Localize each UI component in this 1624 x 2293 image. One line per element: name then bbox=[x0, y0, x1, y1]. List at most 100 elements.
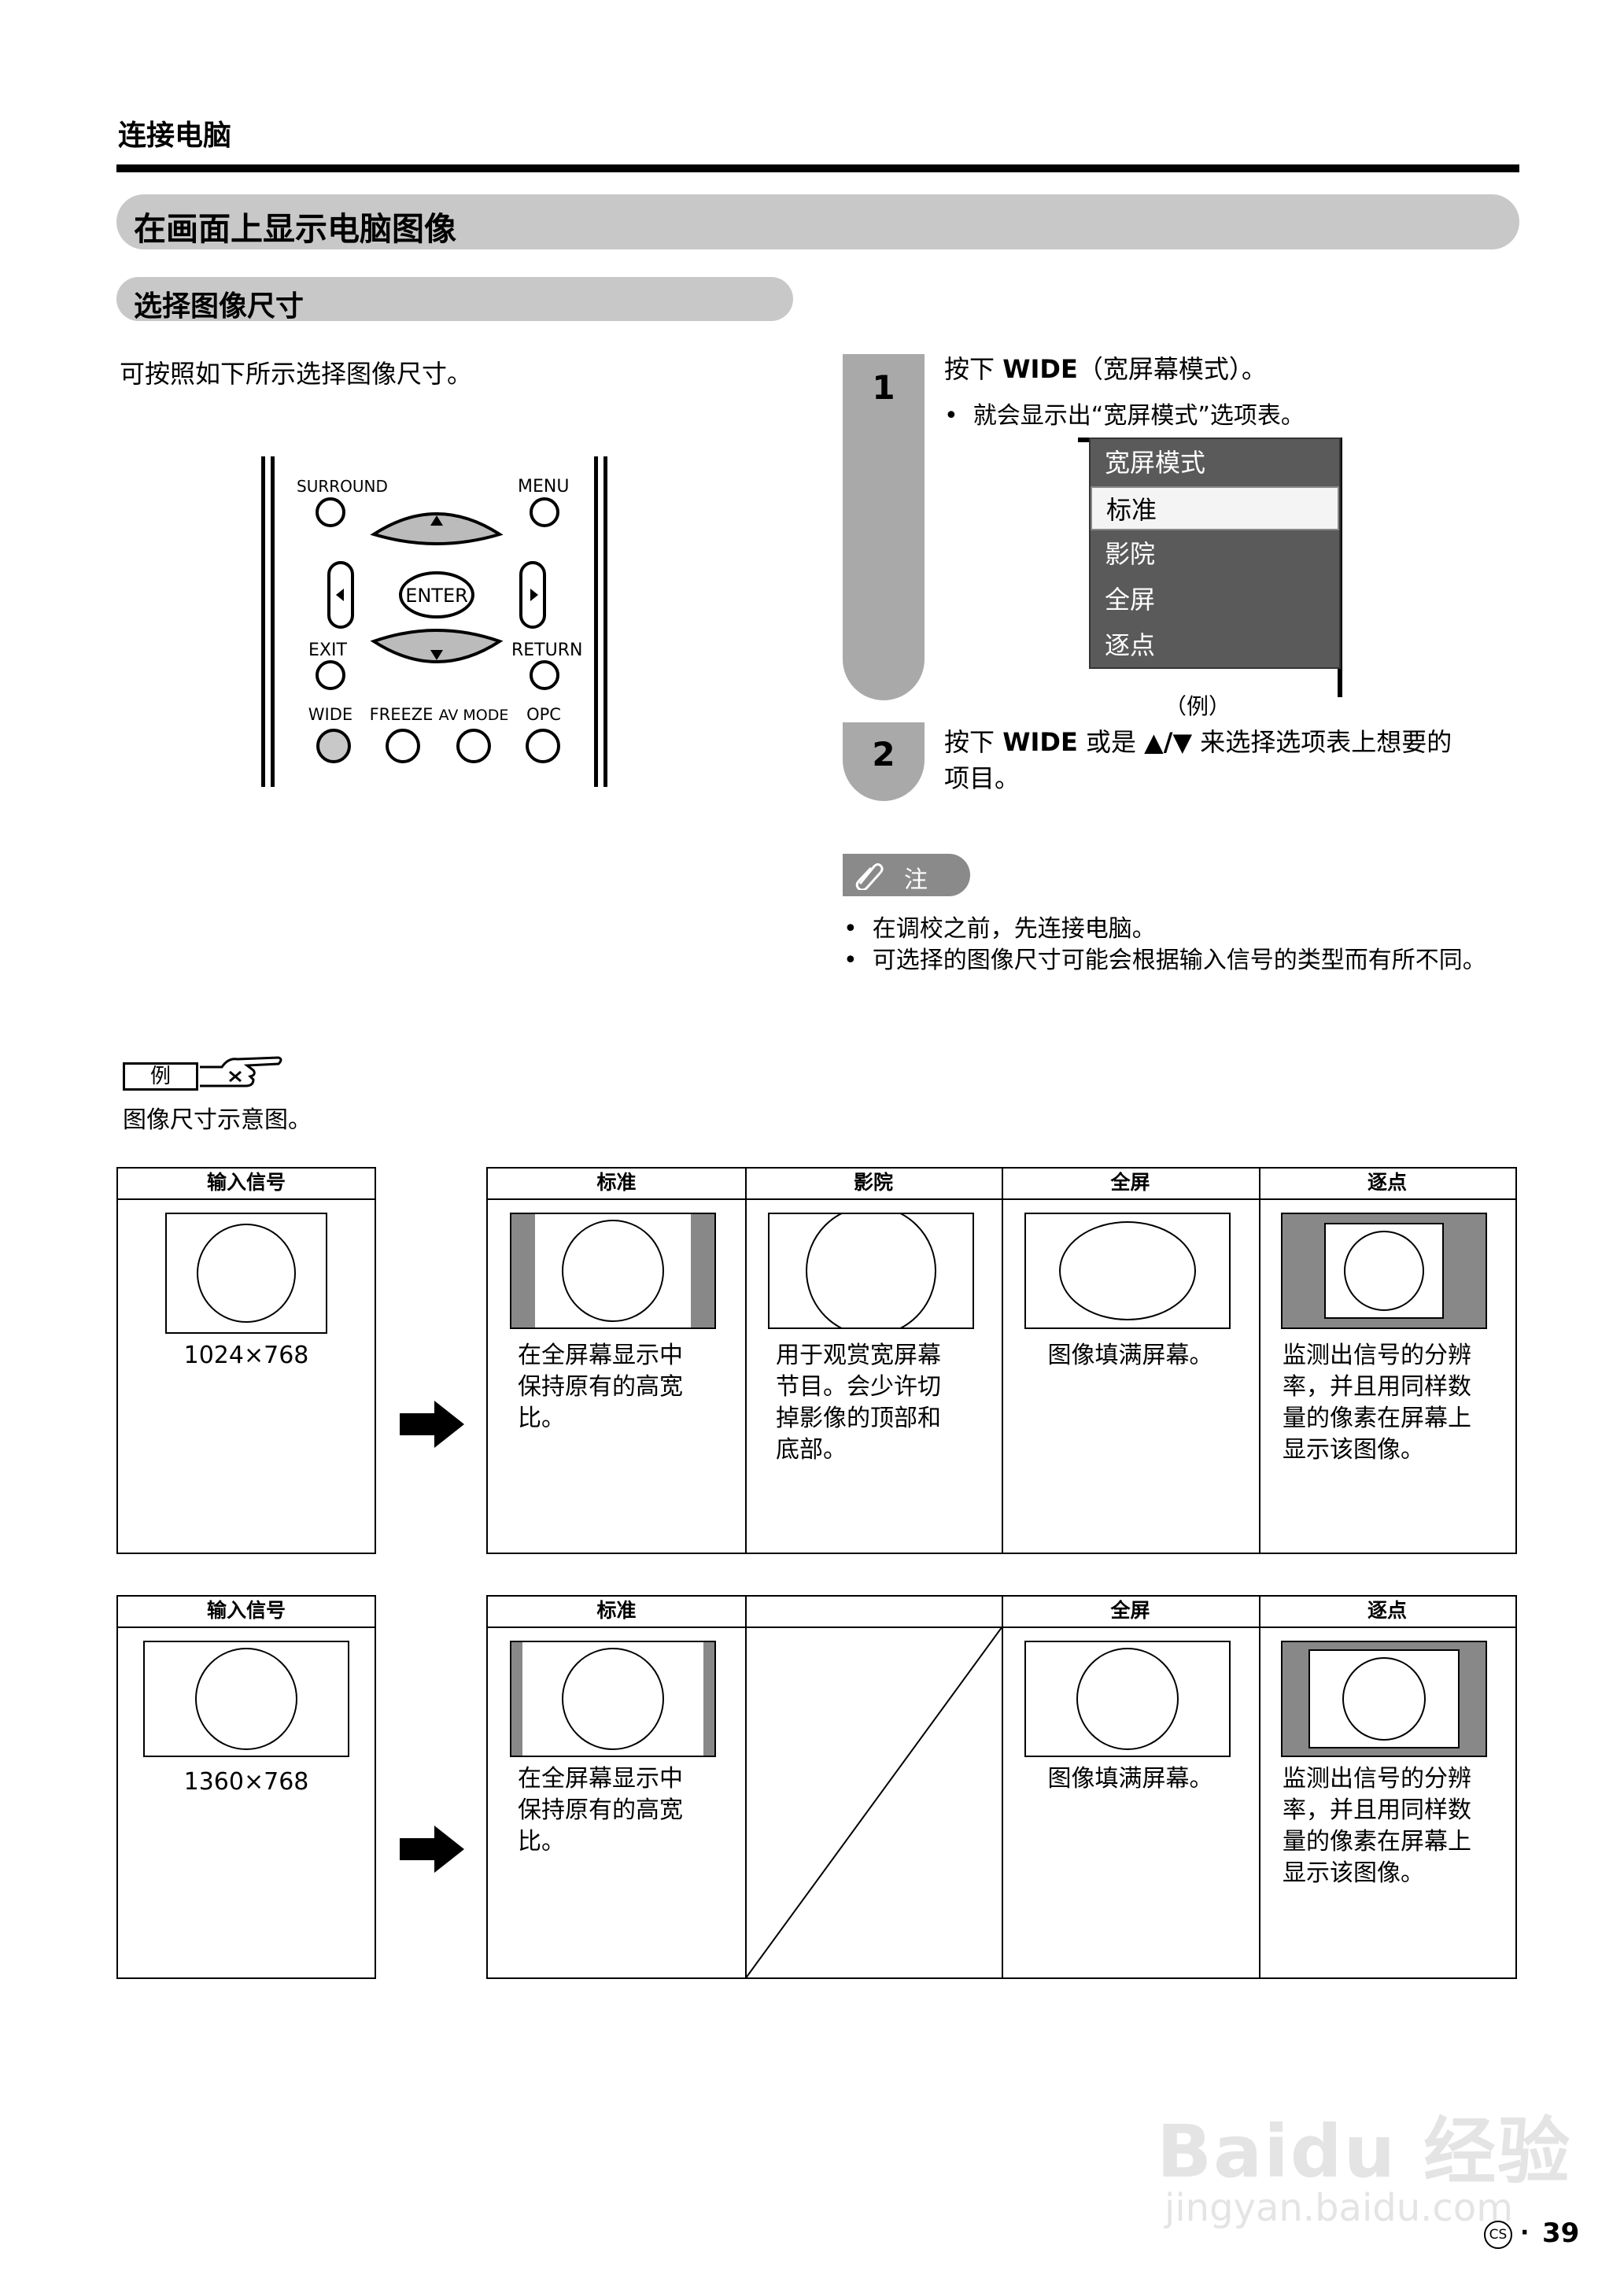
remote-control-diagram: SURROUND MENU ENTER EXIT RETURN WIDE FRE… bbox=[261, 456, 607, 787]
example-caption: 图像尺寸示意图。 bbox=[123, 1106, 312, 1134]
column-divider bbox=[1259, 1169, 1260, 1553]
step-1-pre: 按下 bbox=[944, 354, 1003, 384]
desc-line: 量的像素在屏幕上 bbox=[1283, 1405, 1471, 1432]
exit-button[interactable] bbox=[316, 660, 345, 690]
header-standard: 标准 bbox=[596, 1171, 637, 1194]
desc-line: 保持原有的高宽 bbox=[518, 1373, 683, 1401]
intro-text: 可按照如下所示选择图像尺寸。 bbox=[120, 359, 473, 389]
surround-label: SURROUND bbox=[297, 477, 388, 496]
note-label: 注 bbox=[904, 866, 928, 894]
menu-caption: （例） bbox=[1164, 693, 1231, 719]
desc-line: 率，并且用同样数 bbox=[1283, 1373, 1471, 1401]
sub-banner-title: 选择图像尺寸 bbox=[134, 290, 304, 323]
menu-item-full[interactable]: 全屏 bbox=[1105, 585, 1156, 615]
av-mode-button[interactable] bbox=[456, 729, 491, 763]
desc-line: 节目。会少许切 bbox=[776, 1373, 941, 1401]
step-1-number: 1 bbox=[872, 368, 895, 407]
step-2-post: 来选择选项表上想要的 bbox=[1192, 727, 1452, 757]
watermark-url: jingyan.baidu.com bbox=[1164, 2186, 1513, 2230]
wide-label: WIDE bbox=[308, 705, 352, 724]
step-2-line2: 项目。 bbox=[944, 763, 1021, 793]
step-2-arrows: ▲/▼ bbox=[1144, 727, 1193, 757]
column-divider bbox=[1002, 1597, 1003, 1977]
pointing-hand-icon bbox=[200, 1056, 282, 1087]
not-available-diagonal bbox=[745, 1626, 1002, 1979]
step-2-tab: 2 bbox=[843, 722, 925, 801]
opc-label: OPC bbox=[526, 705, 561, 724]
desc-line: 图像填满屏幕。 bbox=[1047, 1765, 1213, 1793]
input-screen-wide bbox=[143, 1641, 349, 1757]
sub-banner: 选择图像尺寸 bbox=[116, 277, 793, 323]
step-1-post: （宽屏幕模式）。 bbox=[1077, 354, 1267, 384]
screen-full bbox=[1024, 1213, 1231, 1329]
screen-dot-by-dot bbox=[1281, 1213, 1487, 1329]
enter-button[interactable] bbox=[399, 571, 474, 618]
note-item-1-text: 在调校之前，先连接电脑。 bbox=[872, 915, 1156, 943]
screen-standard bbox=[510, 1641, 716, 1757]
column-divider bbox=[1002, 1169, 1003, 1553]
language-badge: CS bbox=[1484, 2221, 1512, 2249]
input-signal-box-2: 输入信号 1360×768 bbox=[116, 1595, 376, 1979]
header-full: 全屏 bbox=[1110, 1171, 1150, 1194]
opc-button[interactable] bbox=[526, 729, 560, 763]
desc-line: 显示该图像。 bbox=[1283, 1859, 1424, 1887]
step-1-bullet-text: 就会显示出“宽屏模式”选项表。 bbox=[973, 402, 1305, 430]
menu-title: 宽屏模式 bbox=[1105, 448, 1206, 478]
left-arrow-icon bbox=[336, 589, 344, 601]
desc-line: 保持原有的高宽 bbox=[518, 1796, 683, 1824]
screen-full bbox=[1024, 1641, 1231, 1757]
step-2-text: 按下 WIDE 或是 ▲/▼ 来选择选项表上想要的 项目。 bbox=[944, 724, 1519, 796]
step-1-bullet: • 就会显示出“宽屏模式”选项表。 bbox=[944, 402, 1305, 430]
menu-item-standard[interactable]: 标准 bbox=[1091, 486, 1339, 530]
input-signal-header: 输入信号 bbox=[118, 1597, 375, 1628]
right-arrow-icon bbox=[530, 589, 538, 601]
step-2-number: 2 bbox=[872, 735, 895, 774]
header-rule bbox=[116, 164, 1519, 172]
input-signal-box-1: 输入信号 1024×768 bbox=[116, 1167, 376, 1554]
desc-line: 显示该图像。 bbox=[1283, 1436, 1424, 1464]
surround-button[interactable] bbox=[316, 497, 345, 527]
freeze-button[interactable] bbox=[386, 729, 420, 763]
wide-button[interactable] bbox=[316, 729, 351, 763]
right-arrow-icon bbox=[400, 1401, 464, 1448]
desc-line: 掉影像的顶部和 bbox=[776, 1405, 941, 1432]
menu-button[interactable] bbox=[530, 497, 559, 527]
desc-line: 图像填满屏幕。 bbox=[1047, 1342, 1213, 1369]
up-button[interactable] bbox=[370, 512, 504, 545]
down-arrow-icon bbox=[430, 650, 443, 660]
up-arrow-icon bbox=[430, 515, 443, 526]
step-2-pre: 按下 bbox=[944, 727, 1003, 757]
right-arrow-icon bbox=[400, 1826, 464, 1873]
note-tab: 注 bbox=[843, 854, 970, 896]
desc-line: 比。 bbox=[518, 1405, 565, 1432]
menu-label: MENU bbox=[518, 477, 569, 497]
footer-separator: · bbox=[1520, 2219, 1530, 2247]
column-divider bbox=[745, 1169, 747, 1553]
section-title: 连接电脑 bbox=[118, 120, 232, 152]
down-button[interactable] bbox=[370, 629, 504, 663]
header-standard: 标准 bbox=[596, 1599, 637, 1622]
desc-line: 监测出信号的分辨 bbox=[1283, 1765, 1471, 1793]
freeze-label: FREEZE bbox=[370, 705, 434, 724]
page-banner: 在画面上显示电脑图像 bbox=[116, 194, 1519, 249]
menu-item-cinema[interactable]: 影院 bbox=[1105, 539, 1156, 569]
desc-dot-by-dot: 监测出信号的分辨 率，并且用同样数 量的像素在屏幕上 显示该图像。 bbox=[1283, 1763, 1471, 1889]
desc-line: 在全屏幕显示中 bbox=[518, 1342, 683, 1369]
return-button[interactable] bbox=[530, 660, 559, 690]
desc-full: 图像填满屏幕。 bbox=[1002, 1763, 1259, 1795]
menu-item-dot-by-dot[interactable]: 逐点 bbox=[1105, 630, 1156, 660]
desc-full: 图像填满屏幕。 bbox=[1002, 1340, 1259, 1372]
banner-title: 在画面上显示电脑图像 bbox=[134, 210, 456, 248]
screen-dot-by-dot bbox=[1281, 1641, 1487, 1757]
desc-line: 比。 bbox=[518, 1828, 565, 1855]
return-label: RETURN bbox=[511, 641, 582, 660]
column-divider bbox=[1259, 1597, 1260, 1977]
input-signal-header: 输入信号 bbox=[118, 1169, 375, 1200]
page-number: 39 bbox=[1542, 2217, 1580, 2249]
header-dot-by-dot: 逐点 bbox=[1367, 1599, 1407, 1622]
paperclip-icon bbox=[855, 863, 884, 890]
wide-mode-menu: 宽屏模式 标准 影院 全屏 逐点 bbox=[1089, 438, 1341, 669]
header-dot-by-dot: 逐点 bbox=[1367, 1171, 1407, 1194]
step-2-mid: 或是 bbox=[1077, 727, 1145, 757]
desc-dot-by-dot: 监测出信号的分辨 率，并且用同样数 量的像素在屏幕上 显示该图像。 bbox=[1283, 1340, 1471, 1466]
